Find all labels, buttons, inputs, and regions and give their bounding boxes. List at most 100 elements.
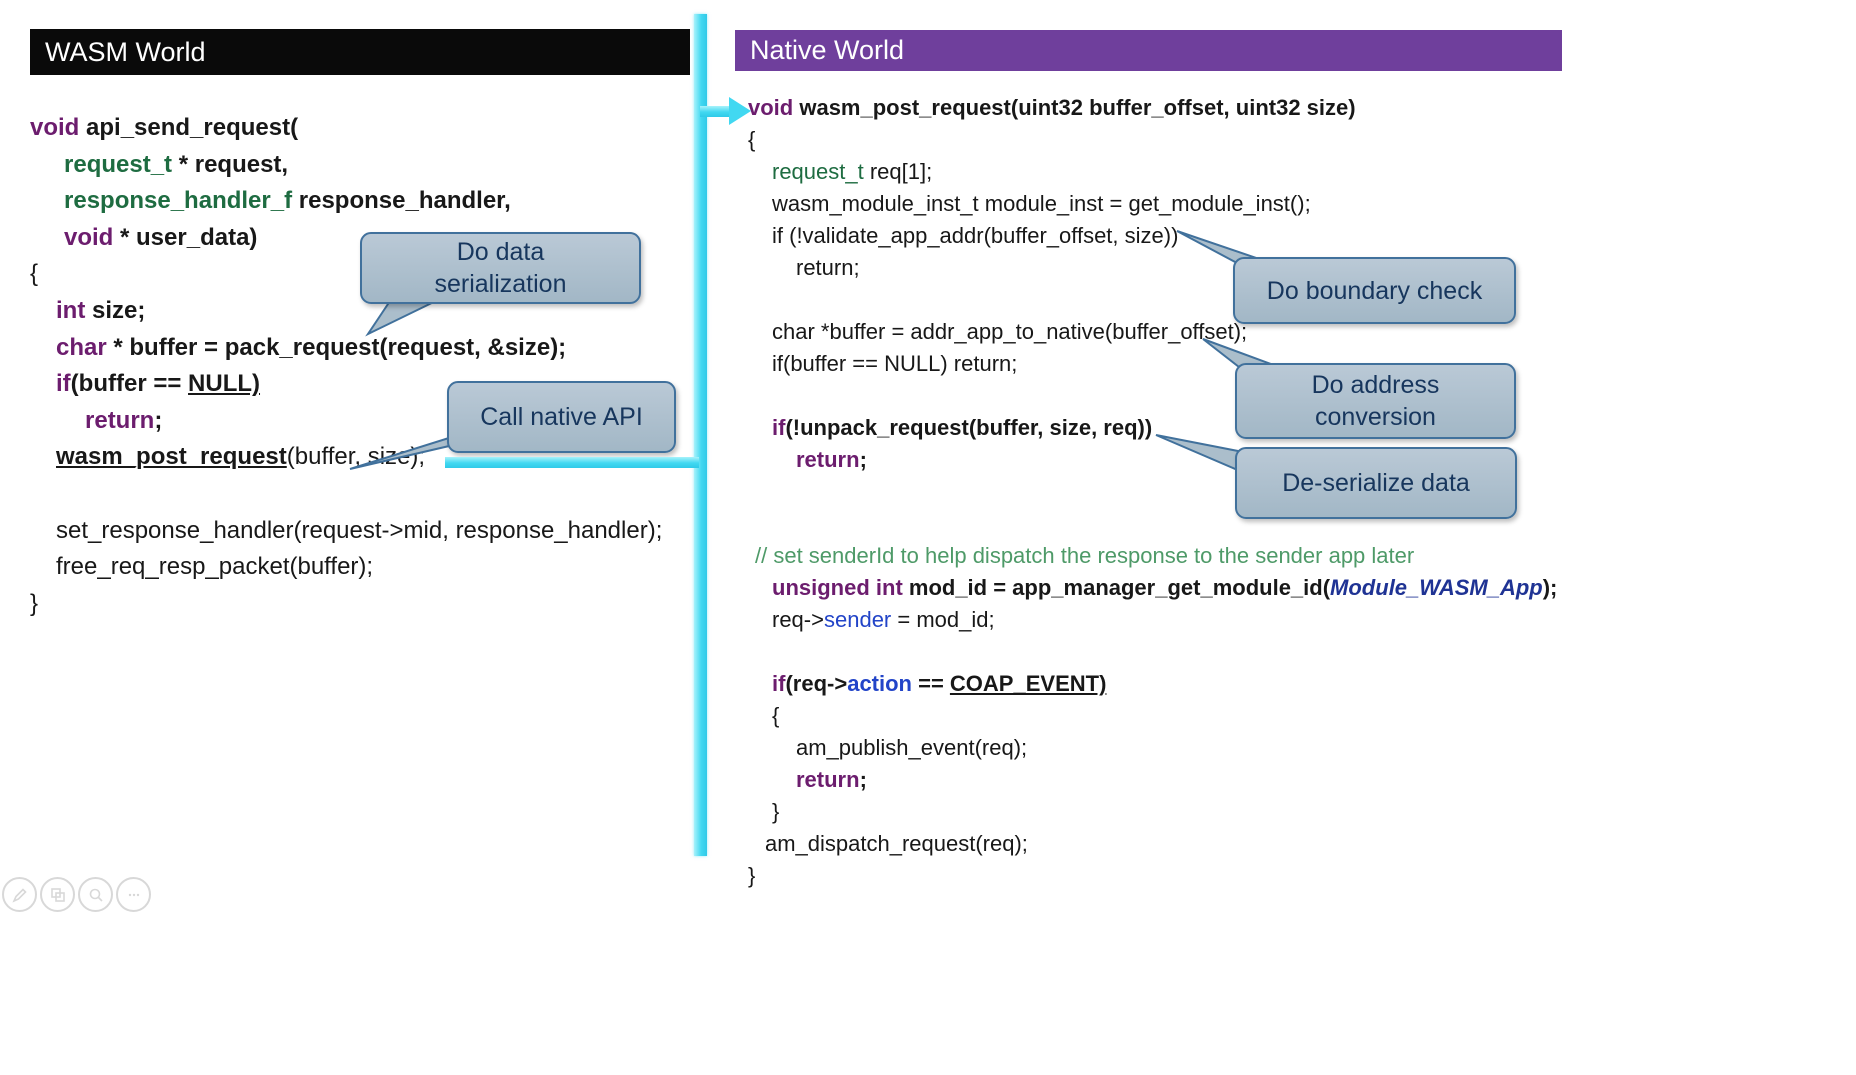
code-token: { xyxy=(30,260,39,288)
code-token: req-> xyxy=(772,607,824,632)
code-token: ; xyxy=(154,406,163,434)
code-line: int size; xyxy=(30,293,662,330)
callout-label: Do boundary check xyxy=(1266,276,1483,305)
code-token: char xyxy=(56,333,107,361)
code-line: if(buffer == NULL) xyxy=(30,366,662,403)
code-line: void * user_data) xyxy=(30,220,662,257)
code-token: response_handler, xyxy=(292,187,511,215)
code-line: { xyxy=(748,124,1557,156)
code-line: } xyxy=(748,860,1557,892)
code-token: ); xyxy=(1542,575,1558,600)
code-line: wasm_module_inst_t module_inst = get_mod… xyxy=(748,188,1557,220)
callout-do-boundary-check: Do boundary check xyxy=(1233,257,1516,324)
code-token: Module_WASM_App xyxy=(1330,575,1543,600)
code-line: wasm_post_request(buffer, size); xyxy=(30,439,662,476)
code-token: request_t xyxy=(772,159,864,184)
code-token: char *buffer = addr_app_to_native(buffer… xyxy=(772,319,1248,344)
code-token: (buffer == xyxy=(70,370,189,398)
code-token: * user_data) xyxy=(113,223,258,251)
code-token: size; xyxy=(85,296,146,324)
presenter-toolbar xyxy=(2,877,151,912)
native-world-header: Native World xyxy=(735,30,1562,71)
code-line: request_t * request, xyxy=(30,147,662,184)
zoom-tool-button[interactable] xyxy=(78,877,113,912)
code-token: * buffer = pack_request(request, &size); xyxy=(106,333,567,361)
code-token: void xyxy=(64,223,114,251)
callout-label: Do data serialization xyxy=(434,238,567,298)
code-token: set_response_handler(request->mid, respo… xyxy=(56,516,663,544)
code-token: if(buffer == NULL) return; xyxy=(772,351,1018,376)
wasm-world-header: WASM World xyxy=(30,29,690,75)
code-line: free_req_resp_packet(buffer); xyxy=(30,549,662,586)
code-line: { xyxy=(30,256,662,293)
code-token: * request, xyxy=(172,150,289,178)
code-token: return xyxy=(796,767,860,792)
code-token: } xyxy=(748,863,756,888)
code-token: NULL) xyxy=(188,370,261,398)
code-line: return; xyxy=(748,252,1557,284)
slides-icon xyxy=(50,887,65,902)
code-line: void api_send_request( xyxy=(30,110,662,147)
code-line: am_dispatch_request(req); xyxy=(748,828,1557,860)
world-boundary-line xyxy=(694,14,707,856)
code-token: (!unpack_request(buffer, size, req)) xyxy=(785,415,1153,440)
code-line: // set senderId to help dispatch the res… xyxy=(748,540,1557,572)
pen-tool-button[interactable] xyxy=(2,877,37,912)
code-token: = mod_id; xyxy=(891,607,995,632)
code-token: request_t xyxy=(64,150,173,178)
code-token: ; xyxy=(859,447,867,472)
code-token: return xyxy=(796,447,860,472)
code-token: { xyxy=(748,127,756,152)
code-token: wasm_module_inst_t module_inst = get_mod… xyxy=(772,191,1311,216)
code-token: mod_id = app_manager_get_module_id( xyxy=(902,575,1331,600)
code-line: } xyxy=(748,796,1557,828)
code-line: if(!unpack_request(buffer, size, req)) xyxy=(748,412,1557,444)
code-line: if (!validate_app_addr(buffer_offset, si… xyxy=(748,220,1557,252)
code-token: if xyxy=(772,671,786,696)
callout-de-serialize-data: De-serialize data xyxy=(1235,447,1517,519)
code-token: free_req_resp_packet(buffer); xyxy=(56,553,374,581)
code-token: if xyxy=(772,415,786,440)
code-token: wasm_post_request xyxy=(56,443,287,471)
native-world-title: Native World xyxy=(750,35,905,65)
code-line: if(req->action == COAP_EVENT) xyxy=(748,668,1557,700)
zoom-icon xyxy=(89,888,103,902)
code-token: if (!validate_app_addr(buffer_offset, si… xyxy=(772,223,1179,248)
callout-label: Call native API xyxy=(480,403,643,431)
code-token: wasm_post_request(uint32 buffer_offset, … xyxy=(793,95,1356,120)
code-token: am_dispatch_request(req); xyxy=(765,831,1028,856)
wasm-world-title: WASM World xyxy=(45,36,206,67)
code-token: } xyxy=(772,799,780,824)
code-line: req->sender = mod_id; xyxy=(748,604,1557,636)
code-token: ; xyxy=(859,767,867,792)
code-line: char * buffer = pack_request(request, &s… xyxy=(30,330,662,367)
code-line: char *buffer = addr_app_to_native(buffer… xyxy=(748,316,1557,348)
code-token: if xyxy=(56,370,71,398)
code-token: void xyxy=(748,95,794,120)
code-token: == xyxy=(912,671,950,696)
code-line: response_handler_f response_handler, xyxy=(30,183,662,220)
code-line: return; xyxy=(748,764,1557,796)
code-token: void xyxy=(30,114,80,141)
code-token: response_handler_f xyxy=(64,187,293,215)
code-token: // set senderId to help dispatch the res… xyxy=(755,543,1415,568)
code-line: return; xyxy=(748,444,1557,476)
call-connector-line xyxy=(445,457,699,468)
code-token: am_publish_event(req); xyxy=(796,735,1028,760)
callout-call-native-api: Call native API xyxy=(447,381,676,453)
code-line: am_publish_event(req); xyxy=(748,732,1557,764)
code-token: action xyxy=(847,671,912,696)
code-token: api_send_request( xyxy=(79,114,299,141)
code-token: int xyxy=(56,296,86,324)
code-line: unsigned int mod_id = app_manager_get_mo… xyxy=(748,572,1557,604)
code-token: COAP_EVENT) xyxy=(949,671,1107,696)
code-token: unsigned int xyxy=(772,575,903,600)
code-token: { xyxy=(772,703,780,728)
call-arrow-shaft xyxy=(700,106,731,117)
callout-label: De-serialize data xyxy=(1282,469,1470,497)
more-options-button[interactable] xyxy=(116,877,151,912)
wasm-code-block: void api_send_request(request_t * reques… xyxy=(30,110,662,622)
slides-overview-button[interactable] xyxy=(40,877,75,912)
